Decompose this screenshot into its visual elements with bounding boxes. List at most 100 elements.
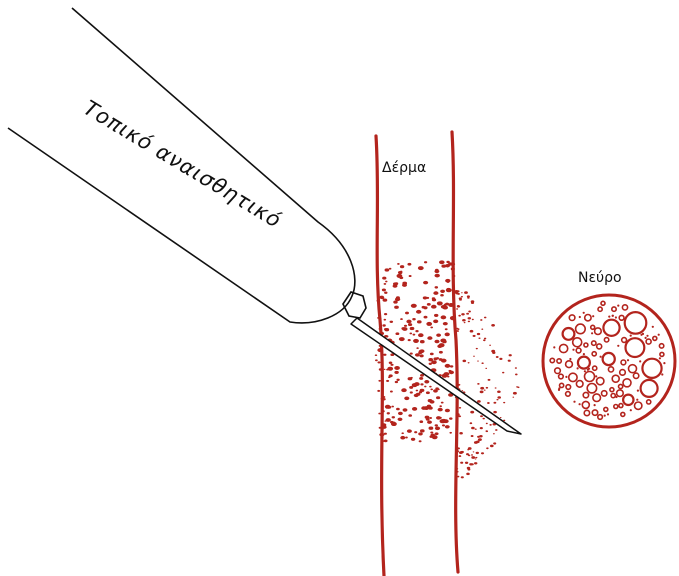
anesthetic-dot bbox=[449, 417, 452, 419]
anesthetic-dot bbox=[384, 319, 387, 321]
anesthetic-dot bbox=[458, 384, 461, 386]
anesthetic-dot bbox=[486, 447, 489, 449]
nerve: Νεύρο bbox=[543, 270, 675, 427]
anesthetic-dot bbox=[461, 296, 463, 297]
anesthetic-dot bbox=[381, 398, 383, 399]
nerve-speck bbox=[630, 335, 632, 337]
anesthetic-dot bbox=[495, 429, 498, 431]
anesthetic-dot bbox=[439, 417, 442, 419]
anesthetic-dot bbox=[452, 275, 455, 277]
nerve-speck bbox=[637, 390, 639, 392]
anesthetic-dot bbox=[473, 335, 476, 337]
anesthetic-dot bbox=[470, 330, 474, 333]
anesthetic-dot bbox=[408, 339, 411, 341]
anesthetic-dot bbox=[430, 431, 433, 433]
anesthetic-dot bbox=[439, 351, 443, 354]
anesthetic-dot bbox=[416, 390, 419, 392]
nerve-speck bbox=[600, 356, 602, 358]
anesthetic-dot bbox=[435, 424, 438, 426]
anesthetic-dot bbox=[471, 463, 474, 465]
anesthetic-dot bbox=[418, 266, 424, 270]
nerve-speck bbox=[639, 360, 641, 362]
anesthetic-dot bbox=[438, 408, 443, 412]
anesthetic-dot bbox=[432, 435, 438, 439]
anesthetic-dot bbox=[414, 431, 417, 433]
anesthetic-dot bbox=[388, 376, 391, 378]
nerve-speck bbox=[592, 315, 594, 317]
anesthetic-dot bbox=[379, 433, 384, 437]
anesthetic-dot bbox=[410, 391, 413, 393]
anesthetic-dot bbox=[445, 409, 450, 413]
anesthetic-dot bbox=[493, 411, 497, 413]
anesthetic-dot bbox=[439, 405, 442, 407]
nerve-speck bbox=[642, 333, 644, 335]
anesthetic-dot bbox=[474, 462, 477, 464]
anesthetic-dot bbox=[448, 303, 454, 307]
anesthetic-dot bbox=[419, 420, 423, 423]
anesthetic-dot bbox=[411, 438, 415, 441]
anesthetic-dot bbox=[466, 313, 469, 315]
anesthetic-dot bbox=[377, 317, 379, 319]
nerve-speck bbox=[636, 399, 638, 401]
anesthetic-dot bbox=[456, 292, 459, 294]
anesthetic-dot bbox=[382, 429, 384, 430]
anesthetic-dot bbox=[402, 282, 407, 285]
nerve-speck bbox=[579, 403, 581, 405]
anesthetic-dot bbox=[377, 300, 381, 302]
anesthetic-dot bbox=[384, 292, 387, 294]
nerve-speck bbox=[659, 357, 661, 359]
anesthetic-dot bbox=[490, 445, 494, 448]
anesthetic-dot bbox=[467, 297, 470, 299]
anesthetic-dot bbox=[379, 427, 382, 429]
anesthetic-dot bbox=[409, 275, 412, 277]
anesthetic-dot bbox=[413, 339, 419, 343]
anesthetic-dot bbox=[377, 361, 380, 363]
anesthetic-dot bbox=[468, 362, 470, 363]
anesthetic-dot bbox=[475, 428, 477, 429]
anesthetic-dot bbox=[416, 310, 421, 314]
anesthetic-dot bbox=[423, 296, 427, 299]
anesthetic-dot bbox=[429, 363, 432, 365]
anesthetic-dot bbox=[440, 294, 444, 297]
anesthetic-dot bbox=[431, 360, 437, 364]
anesthetic-dot bbox=[427, 421, 432, 424]
anesthetic-dot bbox=[384, 440, 388, 443]
anesthetic-dot bbox=[471, 435, 474, 437]
nerve-speck bbox=[584, 370, 586, 372]
nerve-speck bbox=[565, 376, 567, 378]
anesthetic-dot bbox=[439, 343, 445, 347]
anesthetic-dot bbox=[400, 318, 403, 320]
anesthetic-dot bbox=[419, 377, 423, 380]
anesthetic-dot bbox=[379, 328, 382, 330]
anesthetic-dot bbox=[468, 321, 470, 323]
anesthetic-dot bbox=[424, 316, 428, 319]
anesthetic-dot bbox=[395, 332, 399, 335]
nerve-speck bbox=[572, 349, 574, 351]
anesthetic-dot bbox=[500, 417, 502, 418]
anesthetic-dot bbox=[448, 262, 453, 265]
anesthetic-dot bbox=[400, 436, 405, 440]
anesthetic-dot bbox=[467, 449, 469, 450]
anesthetic-dot bbox=[497, 390, 501, 393]
anesthetic-dot bbox=[415, 330, 418, 332]
anesthetic-dot bbox=[461, 390, 463, 391]
anesthetic-dot bbox=[401, 388, 407, 392]
anesthetic-dot bbox=[408, 377, 413, 380]
anesthetic-dot bbox=[442, 424, 445, 426]
anesthetic-dot bbox=[513, 392, 517, 395]
syringe: Τοπικό αναισθητικό bbox=[8, 8, 366, 323]
nerve-speck bbox=[658, 334, 660, 336]
anesthetic-dot bbox=[480, 387, 484, 390]
anesthetic-dot bbox=[457, 447, 460, 449]
anesthetic-dot bbox=[439, 260, 445, 264]
anesthetic-dot bbox=[424, 386, 426, 388]
anesthetic-dot bbox=[392, 416, 395, 418]
anesthetic-dot bbox=[436, 334, 441, 337]
anesthetic-dot bbox=[433, 320, 438, 324]
anesthetic-dot bbox=[420, 429, 425, 432]
anesthetic-dot bbox=[426, 322, 432, 326]
anesthetic-dot bbox=[391, 406, 394, 408]
nerve-speck bbox=[612, 315, 614, 317]
anesthetic-dot bbox=[396, 379, 399, 381]
anesthetic-dot bbox=[445, 425, 450, 428]
